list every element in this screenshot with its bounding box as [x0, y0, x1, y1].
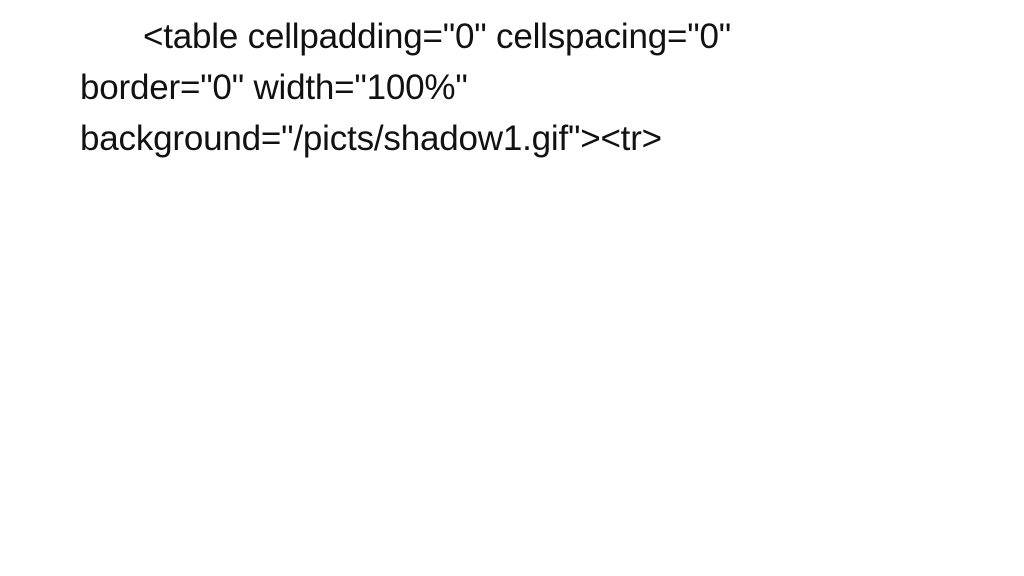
text-line-3: background="/picts/shadow1.gif"><tr>: [80, 119, 662, 158]
text-line-1: <table cellpadding="0" cellspacing="0": [143, 17, 731, 56]
body-text: <table cellpadding="0" cellspacing="0" b…: [80, 11, 960, 164]
text-line-2: border="0" width="100%": [80, 68, 468, 107]
